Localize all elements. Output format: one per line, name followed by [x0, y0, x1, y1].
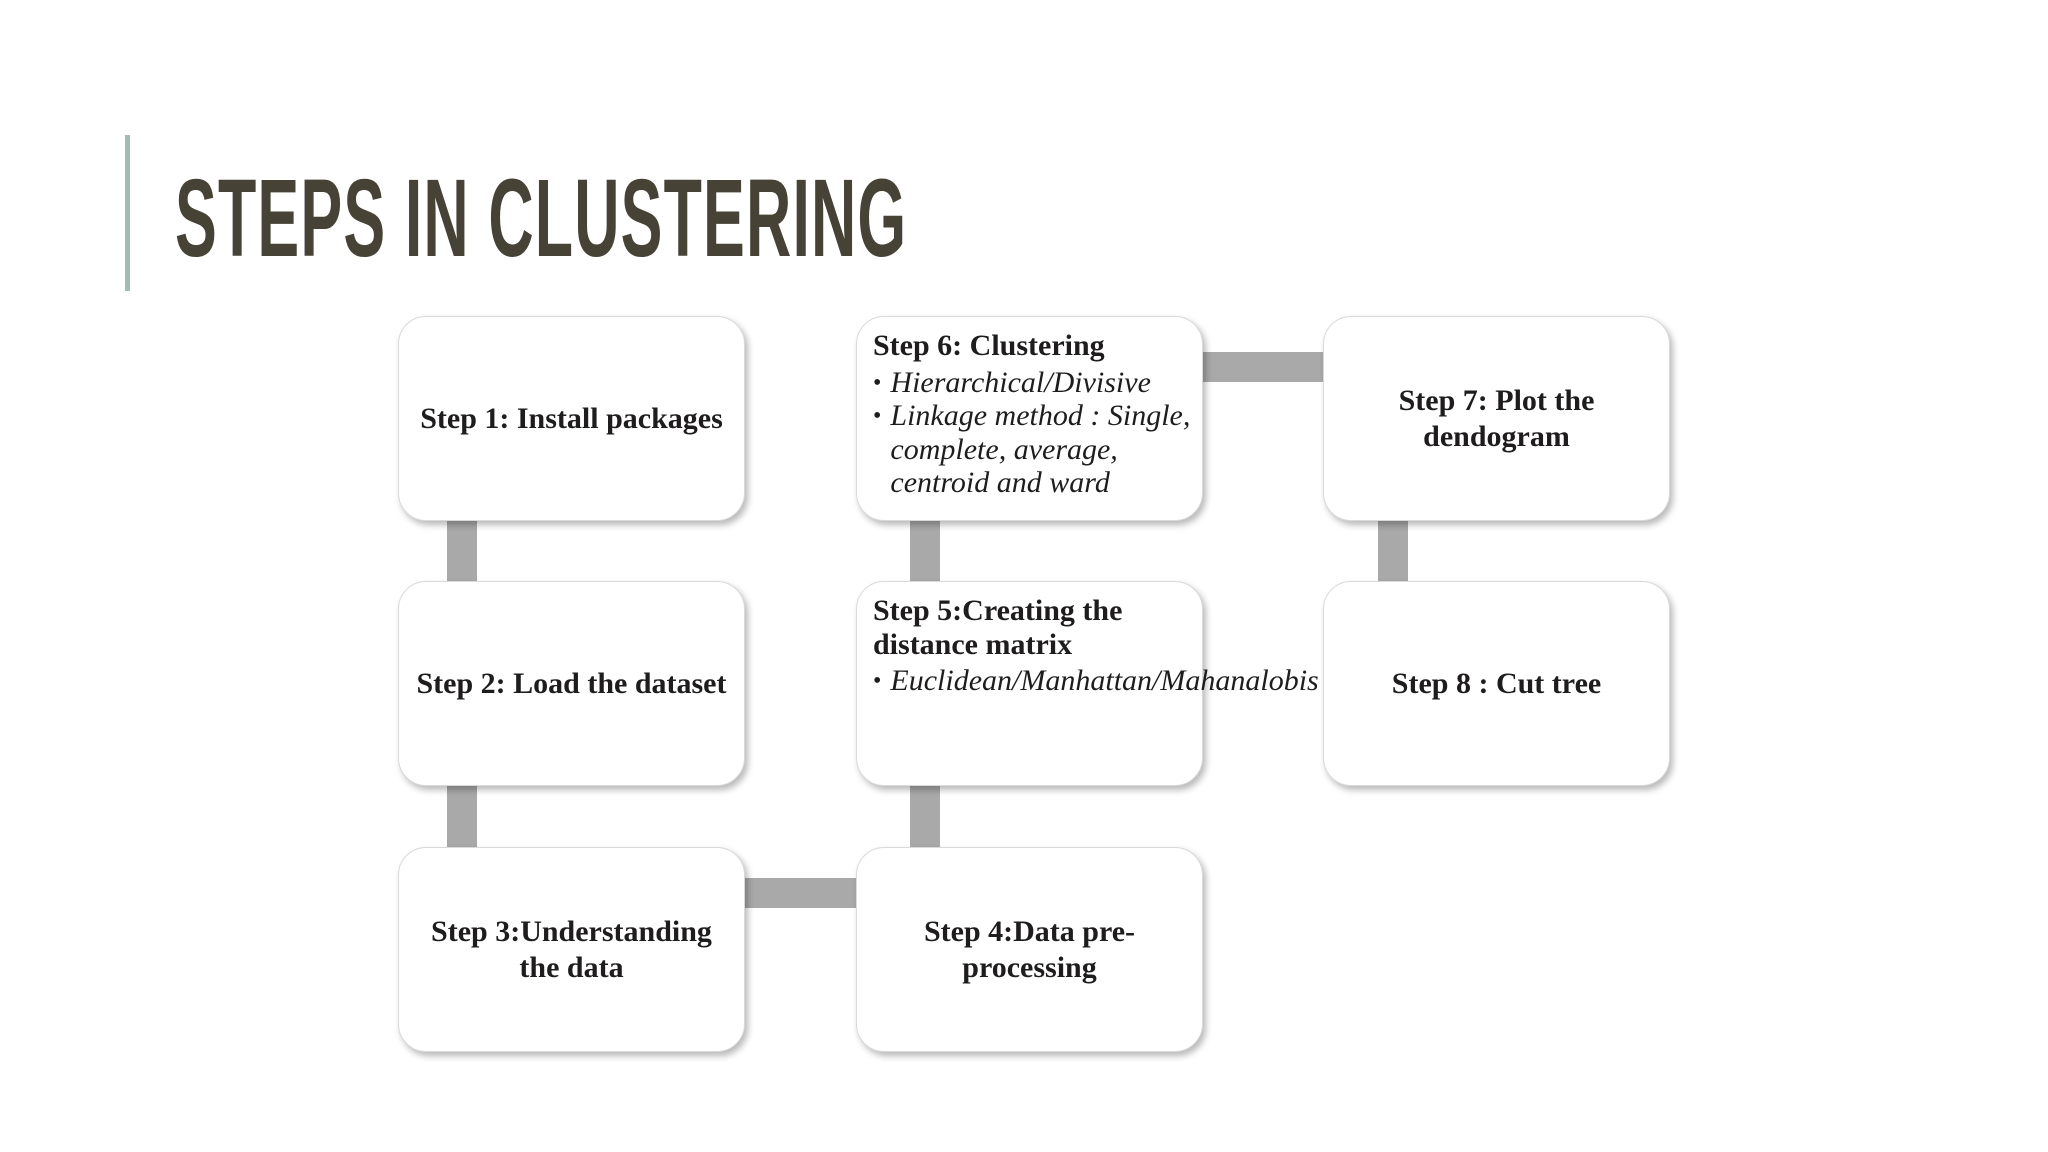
step-4-box: Step 4:Data pre-processing	[856, 847, 1203, 1052]
connector-step6-step7	[1195, 352, 1331, 382]
step-6-label: Step 6: Clustering	[873, 329, 1105, 362]
step-3-label: Step 3:Understanding the data	[431, 915, 712, 984]
bullet-text: Euclidean/Manhattan/Mahanalobis	[890, 664, 1319, 698]
connector-step5-step6	[910, 510, 940, 590]
step-1-box: Step 1: Install packages	[398, 316, 745, 521]
bullet-text: Hierarchical/Divisive	[890, 365, 1151, 399]
bullet-dot-icon: •	[873, 403, 882, 430]
bullet-dot-icon: •	[873, 668, 882, 695]
step-5-box: Step 5:Creating the distance matrix • Eu…	[856, 581, 1319, 786]
step-7-label: Step 7: Plot the dendogram	[1398, 384, 1595, 453]
title-accent-bar	[125, 135, 130, 291]
step-4-label: Step 4:Data pre-processing	[923, 915, 1136, 984]
connector-step7-step8	[1378, 510, 1408, 590]
list-item: • Hierarchical/Divisive	[873, 366, 1192, 400]
bullet-dot-icon: •	[873, 369, 882, 396]
connector-step2-step3	[447, 776, 477, 856]
bullet-text: Linkage method : Single, complete, avera…	[890, 399, 1191, 500]
step-2-label: Step 2: Load the dataset	[416, 666, 727, 700]
step-6-box: Step 6: Clustering • Hierarchical/Divisi…	[856, 316, 1203, 521]
slide-title: STEPS IN CLUSTERING	[175, 157, 908, 280]
step-5-label: Step 5:Creating the distance matrix	[873, 594, 1123, 661]
connector-step3-step4	[737, 878, 864, 908]
step-6-bullet-list: • Hierarchical/Divisive • Linkage method…	[873, 366, 1192, 500]
step-3-box: Step 3:Understanding the data	[398, 847, 745, 1052]
step-2-box: Step 2: Load the dataset	[398, 581, 745, 786]
step-1-label: Step 1: Install packages	[420, 401, 723, 435]
step-8-label: Step 8 : Cut tree	[1391, 666, 1602, 700]
list-item: • Euclidean/Manhattan/Mahanalobis	[873, 664, 1319, 698]
step-7-box: Step 7: Plot the dendogram	[1323, 316, 1670, 521]
step-5-bullet-list: • Euclidean/Manhattan/Mahanalobis	[873, 664, 1319, 698]
connector-step1-step2	[447, 510, 477, 590]
step-8-box: Step 8 : Cut tree	[1323, 581, 1670, 786]
list-item: • Linkage method : Single, complete, ave…	[873, 399, 1192, 500]
connector-step4-step5	[910, 776, 940, 856]
